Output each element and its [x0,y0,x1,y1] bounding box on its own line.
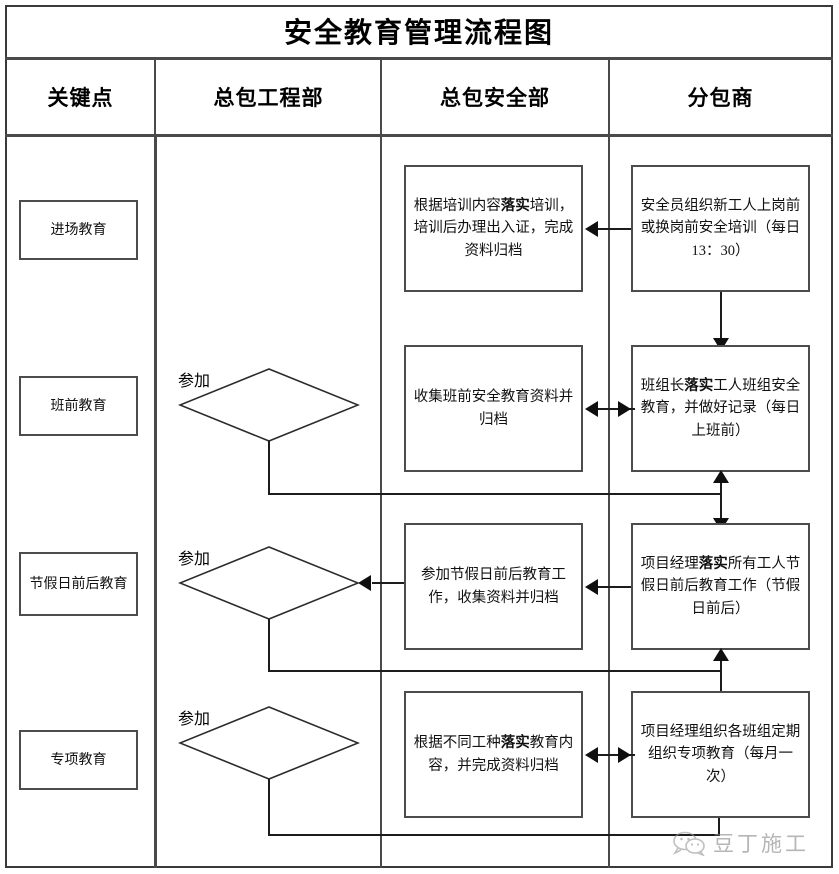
watermark: 豆丁施工 [672,828,809,858]
arrowhead-row4-right [618,747,631,763]
sub-row3-bold: 落实 [698,555,728,572]
subcon-box-row1[interactable]: 安全员组织新工人上岗前或换岗前安全培训（每日13：30） [631,165,810,292]
decision-label-row4: 参加 [178,711,211,728]
aq-row4-pre: 根据不同工种 [413,735,501,752]
title-divider [5,57,833,60]
col-divider-2-header [380,59,382,134]
sub-row2-post: 工人班组安全教育，并做好记录（每日上班前） [640,377,801,439]
connector-row3-into-diamond [372,582,404,584]
arrowhead-row3-into-diamond [358,575,371,591]
aq-dept-box-row3[interactable]: 参加节假日前后教育工作，收集资料并归档 [404,523,583,650]
connector-row2-to-row3 [720,472,722,520]
connector-row1-to-row2 [720,292,722,340]
arrowhead-row2-right [618,401,631,417]
connector-row3-sub-to-aq [597,586,631,588]
sub-row2-bold: 落实 [684,377,714,394]
column-header-keypoint: 关键点 [47,85,114,110]
arrowhead-row3-left [585,579,598,595]
connector-row4-bottom-riser [718,818,720,836]
keypoint-box-row2[interactable]: 班前教育 [19,376,138,436]
aq-dept-box-row2[interactable]: 收集班前安全教育资料并归档 [404,345,583,472]
arrowhead-row3-to-row4-up [713,648,729,661]
arrowhead-row2-to-row3-up [713,470,729,483]
col-divider-3-header [608,59,610,134]
diagram-frame [5,5,833,868]
arrowhead-row1-left [585,221,598,237]
decision-label-row3: 参加 [178,551,211,568]
header-divider [5,134,833,137]
aq-row3-pre: 参加节假日前后教育工作，收集资料并归档 [421,567,566,606]
connector-row3-to-row4 [720,650,722,698]
aq-row1-bold: 落实 [500,197,530,214]
col-divider-1-header [154,59,156,134]
aq-row1-post: 培训，培训后办理出入证，完成资料归档 [413,197,574,259]
sub-row4-pre: 项目经理组织各班组定期组织专项教育（每月一次） [640,723,801,785]
sub-row1-pre: 安全员组织新工人上岗前或换岗前安全培训（每日13：30） [640,197,801,259]
keypoint-box-row1[interactable]: 进场教育 [19,200,138,260]
arrowhead-row4-left [585,747,598,763]
page-title: 安全教育管理流程图 [283,18,554,49]
connector-row4-aq-sub [593,754,635,756]
connector-row4-diamond-right [268,834,720,836]
connector-row3-diamond-down [268,619,270,672]
connector-row1-sub-to-aq [597,228,631,230]
sub-row3-post: 所有工人节假日前后教育工作（节假日前后） [640,555,801,617]
column-header-aq-dept: 总包安全部 [440,85,550,110]
decision-label-row2: 参加 [178,373,211,390]
aq-dept-box-row4[interactable]: 根据不同工种落实教育内容，并完成资料归档 [404,691,583,818]
connector-row4-diamond-down [268,779,270,836]
subcon-box-row2[interactable]: 班组长落实工人班组安全教育，并做好记录（每日上班前） [631,345,810,472]
aq-dept-box-row1[interactable]: 根据培训内容落实培训，培训后办理出入证，完成资料归档 [404,165,583,292]
sub-row2-pre: 班组长 [640,377,685,394]
subcon-box-row4[interactable]: 项目经理组织各班组定期组织专项教育（每月一次） [631,691,810,818]
col-divider-1-body [154,137,157,868]
aq-row2-pre: 收集班前安全教育资料并归档 [413,389,574,428]
connector-row2-aq-sub [593,408,635,410]
col-divider-2-body [380,137,382,868]
column-header-gc-dept: 总包工程部 [213,85,324,110]
connector-row2-diamond-right [268,493,720,495]
aq-row1-pre: 根据培训内容 [413,197,501,214]
aq-row4-bold: 落实 [500,735,530,752]
connector-row2-diamond-down [268,441,270,494]
keypoint-box-row3[interactable]: 节假日前后教育 [19,552,138,616]
keypoint-box-row4[interactable]: 专项教育 [19,730,138,790]
subcon-box-row3[interactable]: 项目经理落实所有工人节假日前后教育工作（节假日前后） [631,523,810,650]
arrowhead-row2-left [585,401,598,417]
col-divider-3-body [608,137,610,868]
wechat-icon [672,831,705,856]
watermark-text: 豆丁施工 [713,832,809,856]
aq-row4-post: 教育内容，并完成资料归档 [428,735,574,774]
column-header-subcon: 分包商 [687,85,754,110]
connector-row3-diamond-right [268,670,720,672]
sub-row3-pre: 项目经理 [640,555,699,572]
